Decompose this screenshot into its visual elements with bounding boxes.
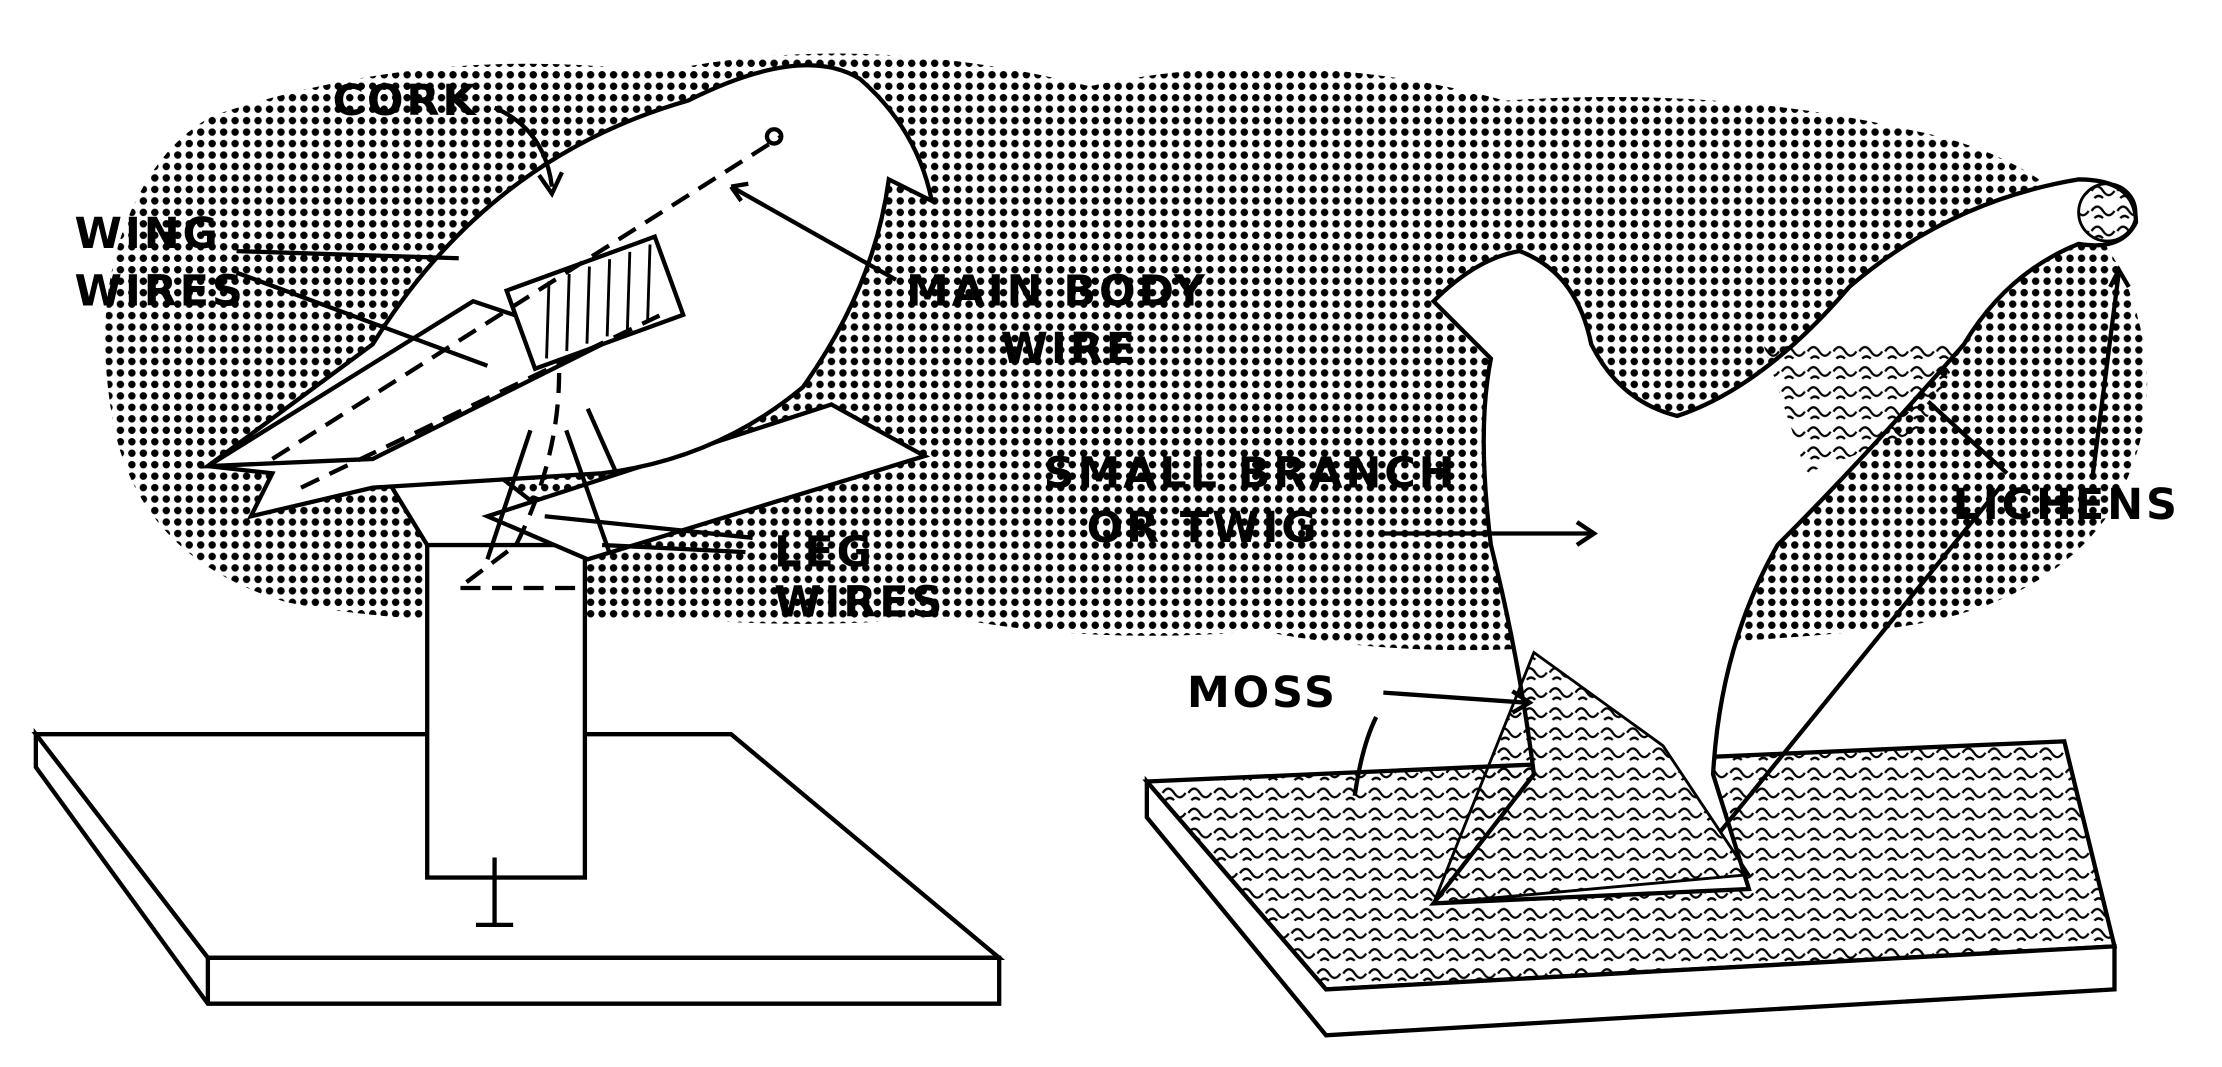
label-main-body-wire-line2: WIRE [1001,324,1138,374]
label-small-branch-line1: SMALL BRANCH [1044,449,1458,499]
label-leg-wires-line2: WIRES [774,578,945,628]
label-moss: MOSS [1187,668,1338,718]
leader-lines [235,105,2131,834]
label-leg-wires-line1: LEG [774,527,875,577]
label-wing-wires-line2: WIRES [75,267,246,317]
label-main-body-wire-line1: MAIN BODY [906,267,1208,317]
bird-body [199,63,935,591]
branch-stump [1428,177,2139,906]
label-cork: CORK [333,76,479,126]
label-wing-wires-line1: WING [75,209,221,259]
label-lichens: LICHENS [1952,480,2179,530]
label-small-branch-line2: OR TWIG [1087,503,1320,553]
